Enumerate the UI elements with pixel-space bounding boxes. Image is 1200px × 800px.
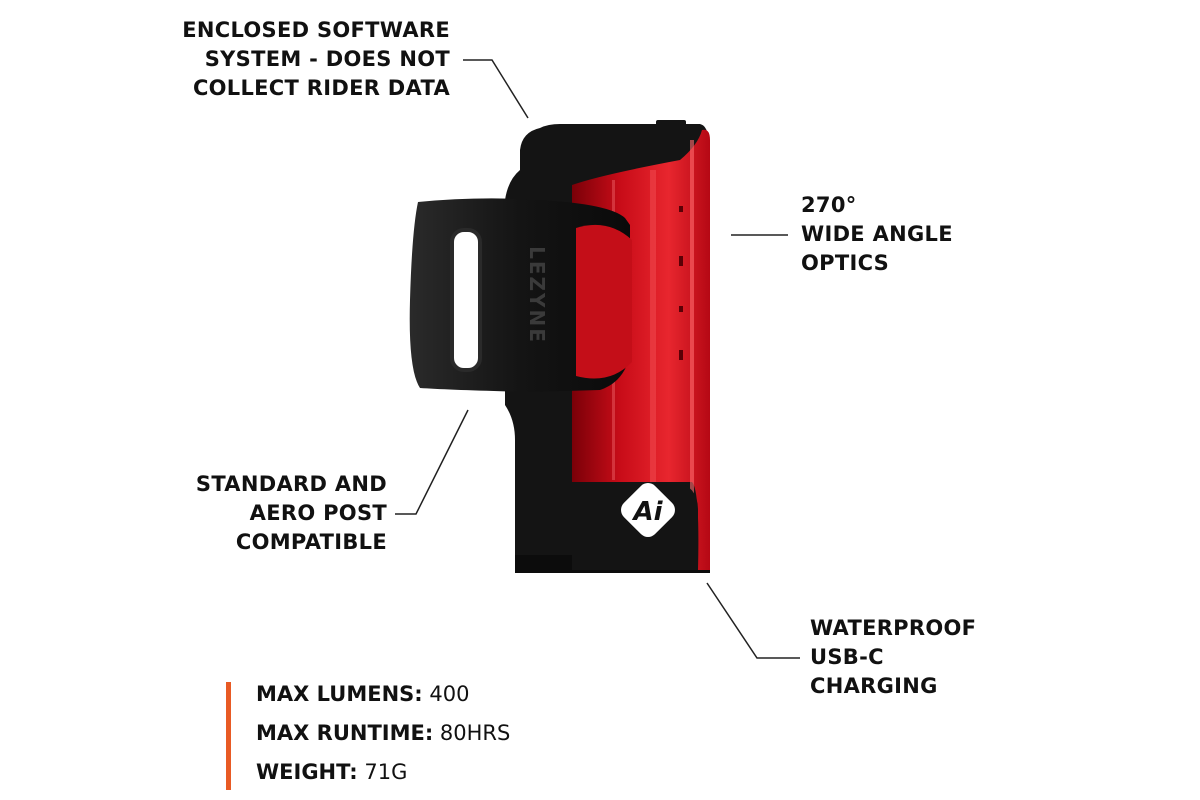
lens-rib [650,170,656,500]
callout-software: ENCLOSED SOFTWARE SYSTEM - DOES NOT COLL… [150,16,450,103]
callout-mount-line-2: AERO POST [249,501,387,525]
callout-charging-line-1: WATERPROOF [810,616,977,640]
callout-optics-line-2: WIDE ANGLE [801,222,953,246]
callout-mount-line-3: COMPATIBLE [235,530,387,554]
callout-optics-line-3: OPTICS [801,251,890,275]
spec-accent-bar [226,682,231,790]
ai-badge-shape [621,483,675,537]
spec-value: 80HRS [439,721,511,745]
tail-light-product-image: Ai LEZYNE [409,120,710,573]
leader-line-mount [395,409,469,515]
strap-slot [450,228,482,372]
lens-notch [679,256,683,266]
callout-charging-line-2: USB-C [810,645,884,669]
callout-mount: STANDARD AND AERO POST COMPATIBLE [120,470,387,557]
callout-charging: WATERPROOF USB-C CHARGING [810,614,976,701]
callout-optics: 270° WIDE ANGLE OPTICS [801,191,953,278]
lens-rib [690,140,694,540]
ai-badge: Ai [621,483,675,537]
callout-mount-line-1: STANDARD AND [195,472,387,496]
strap-hook [576,224,632,379]
callout-software-line-2: SYSTEM - DOES NOT [204,47,450,71]
spec-value: 71G [364,760,408,784]
power-button [656,120,686,128]
callout-charging-line-3: CHARGING [810,674,938,698]
spec-label: WEIGHT: [256,760,358,784]
lens-notch [679,350,683,360]
strap-brand-text: LEZYNE [525,246,549,344]
spec-value: 400 [429,682,470,706]
spec-max-runtime: MAX RUNTIME: 80HRS [256,721,510,745]
spec-label: MAX RUNTIME: [256,721,434,745]
lens-notch [679,306,683,312]
leader-line-software [463,59,529,119]
spec-label: MAX LUMENS: [256,682,423,706]
callout-software-line-3: COLLECT RIDER DATA [192,76,450,100]
spec-max-lumens: MAX LUMENS: 400 [256,682,469,706]
leader-line-charging [706,582,800,659]
ai-badge-text: Ai [631,497,663,527]
lens-notch [679,206,683,212]
spec-weight: WEIGHT: 71G [256,760,407,784]
callout-optics-line-1: 270° [801,193,857,217]
callout-software-line-1: ENCLOSED SOFTWARE [182,18,450,42]
